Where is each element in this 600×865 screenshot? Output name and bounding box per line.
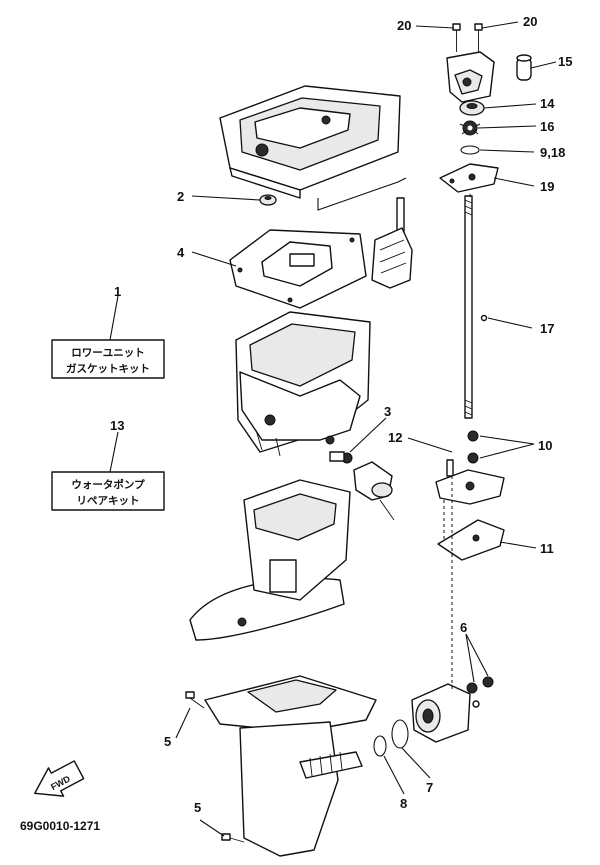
callout-20a: 20	[397, 18, 411, 33]
upper-casing	[219, 85, 401, 199]
dash-leaders-upper	[317, 177, 407, 211]
gasket-11	[437, 519, 505, 561]
callout-6: 6	[460, 620, 467, 635]
pump-housing	[446, 51, 495, 103]
drive-shaft-17	[464, 195, 488, 419]
callout-2: 2	[177, 189, 184, 204]
pump-base-12	[435, 430, 505, 505]
bolt-5-top	[185, 691, 205, 709]
oring-9-18	[460, 145, 480, 155]
pump-bolts-20	[452, 23, 483, 52]
kit-line-1: ロワーユニット	[71, 347, 145, 359]
oil-seal-2	[259, 194, 277, 206]
impeller-16	[459, 120, 481, 136]
water-tube-15	[516, 54, 532, 81]
callout-20b: 20	[523, 14, 537, 29]
water-pump-repair-kit-box: ウォータポンプ リペアキット	[51, 471, 165, 511]
outer-plate-19	[439, 163, 499, 193]
callout-19: 19	[540, 179, 554, 194]
callout-17: 17	[540, 321, 554, 336]
callout-4: 4	[177, 245, 185, 260]
anti-cavitation-plate	[189, 479, 351, 641]
callout-8: 8	[400, 796, 407, 811]
gasket-4	[229, 229, 367, 309]
figure-code: 69G0010-1271	[20, 819, 100, 833]
callout-3: 3	[384, 404, 391, 419]
callout-13: 13	[110, 418, 124, 433]
fwd-arrow: FWD	[34, 760, 85, 797]
callout-10: 10	[538, 438, 552, 453]
kit-line-1: ウォータポンプ	[71, 478, 145, 491]
callout-12: 12	[388, 430, 402, 445]
callout-16: 16	[540, 119, 554, 134]
lower-unit-upper-casing	[235, 311, 371, 457]
plug-3	[329, 451, 353, 464]
kit-line-2: ガスケットキット	[66, 362, 150, 375]
assembly-lines	[443, 194, 471, 690]
callout-numbers: 20 20 15 14 16 9,18 19 2 4 1 17 3 12 10 …	[110, 14, 572, 815]
callout-7: 7	[426, 780, 433, 795]
callout-14: 14	[540, 96, 555, 111]
lower-unit-gasket-kit-box: ロワーユニット ガスケットキット	[51, 339, 165, 379]
callout-5-bottom: 5	[194, 800, 201, 815]
callout-15: 15	[558, 54, 572, 69]
insert-cartridge-14	[459, 100, 485, 116]
lower-gearcase	[204, 675, 377, 857]
leader-lines	[109, 21, 557, 837]
orings-7-8	[373, 719, 409, 757]
bearings-6	[466, 676, 494, 708]
propeller-housing	[411, 683, 471, 743]
callout-5-top: 5	[164, 734, 171, 749]
callout-9-18: 9,18	[540, 145, 565, 160]
callout-11: 11	[540, 541, 554, 556]
bolt-5-bottom	[221, 833, 245, 843]
outlet-cover	[353, 461, 395, 521]
callout-1: 1	[114, 284, 121, 299]
kit-line-2: リペアキット	[77, 495, 140, 507]
drive-housing-bolt-group	[371, 197, 413, 289]
